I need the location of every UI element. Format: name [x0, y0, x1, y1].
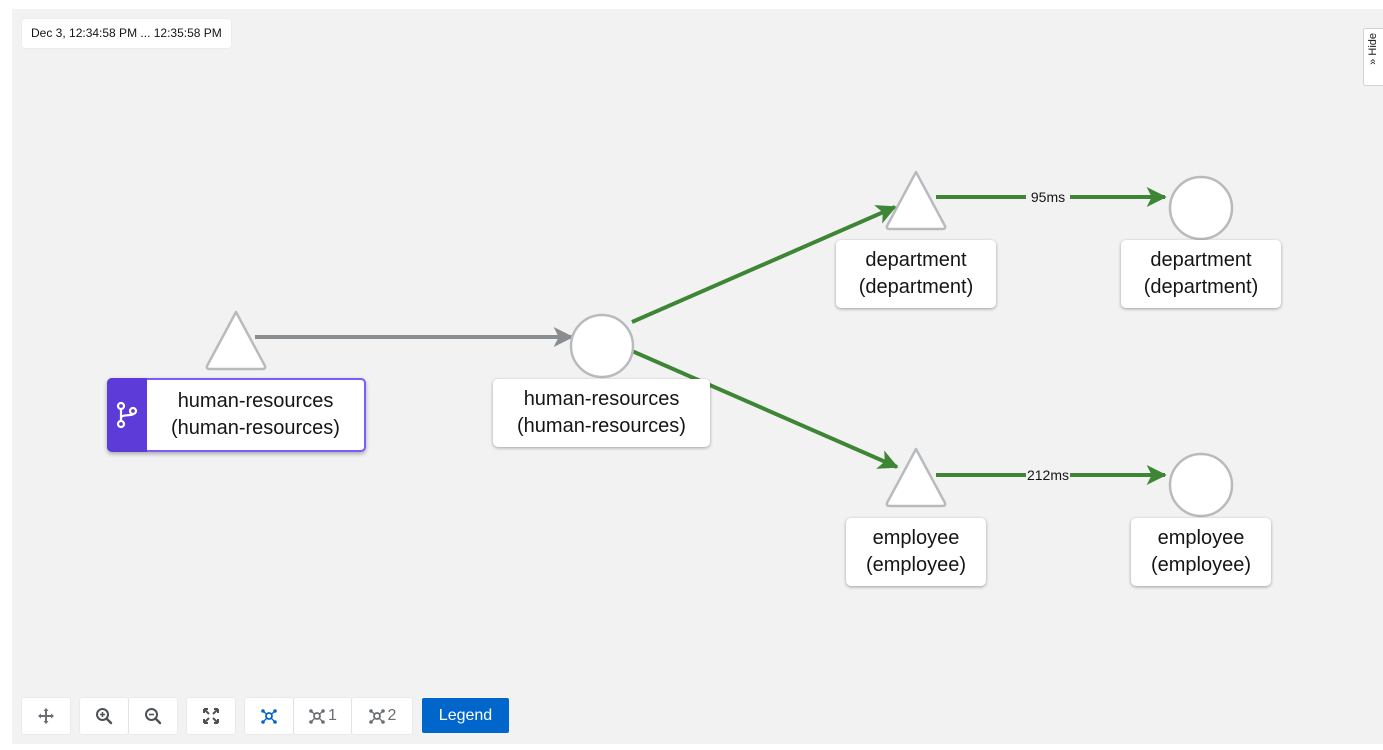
edge-label-background	[1026, 466, 1070, 484]
zoom-out-button[interactable]	[129, 698, 177, 734]
legend-button[interactable]: Legend	[422, 698, 509, 733]
node-emp-app-triangle[interactable]	[885, 447, 947, 508]
layout-1-label: 1	[328, 707, 337, 724]
zoom-out-icon	[145, 708, 162, 725]
node-label-human-resources-app[interactable]: human-resources (human-resources)	[107, 378, 366, 452]
node-label-employee-app[interactable]: employee (employee)	[846, 518, 986, 586]
node-label-line1: employee	[1157, 527, 1245, 549]
edge-label-background	[1026, 188, 1070, 206]
node-label-line2: (department)	[858, 276, 974, 298]
node-label-line2: (human-resources)	[517, 415, 686, 437]
layout-default-button[interactable]	[245, 698, 293, 734]
branch-icon	[116, 401, 138, 429]
node-label-line1: human-resources	[523, 388, 680, 410]
edge-response-time-label: 95ms	[1031, 189, 1065, 205]
layout-2-button[interactable]: 2	[352, 698, 412, 734]
node-emp-svc-circle[interactable]	[1168, 452, 1234, 518]
zoom-in-button[interactable]	[80, 698, 128, 734]
time-range-label: Dec 3, 12:34:58 PM ... 12:35:58 PM	[22, 19, 231, 48]
node-label-line1: department	[1150, 249, 1252, 271]
node-label-line1: department	[865, 249, 967, 271]
zoom-in-icon	[96, 708, 113, 725]
hide-label: Hide	[1367, 33, 1379, 56]
node-label-line2: (employee)	[865, 554, 967, 576]
pan-button[interactable]	[22, 698, 70, 734]
node-hr-app-triangle[interactable]	[205, 310, 267, 371]
double-chevron-icon: »	[1367, 58, 1379, 65]
edge-response-time-label: 212ms	[1027, 467, 1069, 483]
node-label-department-service[interactable]: department (department)	[1121, 240, 1281, 308]
expand-icon	[203, 708, 219, 724]
node-label-department-app[interactable]: department (department)	[836, 240, 996, 308]
node-label-line2: (human-resources)	[171, 417, 340, 439]
move-icon	[38, 708, 54, 724]
hide-panel-button[interactable]: » Hide	[1363, 28, 1383, 86]
edge-hr-svc-to-dept-app[interactable]	[631, 205, 897, 324]
badge-branch	[107, 378, 147, 452]
node-dept-svc-circle[interactable]	[1168, 175, 1234, 241]
fit-button[interactable]	[187, 698, 235, 734]
node-label-line2: (employee)	[1150, 554, 1252, 576]
graph-svg[interactable]: 95ms 212ms	[12, 9, 1383, 744]
node-label-line1: employee	[872, 527, 960, 549]
topology-icon	[261, 709, 277, 724]
graph-canvas[interactable]: 95ms 212ms	[12, 9, 1383, 744]
layout-2-label: 2	[387, 707, 397, 724]
node-label-human-resources-service[interactable]: human-resources (human-resources)	[493, 379, 710, 447]
node-label-employee-service[interactable]: employee (employee)	[1131, 518, 1271, 586]
node-label-line2: (department)	[1143, 276, 1259, 298]
node-dept-app-triangle[interactable]	[885, 170, 947, 231]
layout-1-button[interactable]: 1	[294, 698, 351, 734]
node-label-line1: human-resources	[177, 390, 334, 412]
topology-icon	[368, 709, 385, 724]
node-hr-svc-circle[interactable]	[569, 313, 635, 379]
edge-hr-svc-to-emp-app[interactable]	[631, 349, 899, 469]
topology-icon	[309, 709, 325, 724]
